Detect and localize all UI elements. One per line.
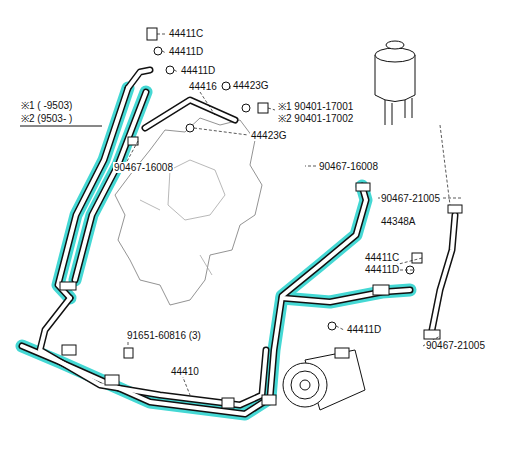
part-number: 90467-16008 <box>318 161 379 172</box>
part-number: 44411C <box>168 28 204 39</box>
part-number: 90467-16008 <box>113 162 174 173</box>
leader-line <box>125 34 463 395</box>
part-number: 44411D <box>180 65 216 76</box>
part-number: 91651-60816 (3) <box>126 330 202 341</box>
clamp <box>60 137 462 408</box>
engine-outline <box>115 118 262 305</box>
part-number: 44411D <box>346 324 382 335</box>
part-number: 44423G <box>232 80 270 91</box>
pump <box>283 348 365 410</box>
reservoir <box>375 41 415 125</box>
engine-detail <box>140 160 225 275</box>
part-number: 44411D <box>364 264 400 275</box>
hose-tube <box>22 70 455 414</box>
part-number: ※2 90401-17002 <box>277 113 354 124</box>
part-number: ※2 (9503- ) <box>20 113 73 124</box>
part-number: 44411D <box>168 46 204 57</box>
part-number: ※1 ( -9503) <box>20 100 73 111</box>
part-number: ※1 90401-17001 <box>277 101 354 112</box>
part-number: 44423G <box>250 130 288 141</box>
part-number: 90467-21005 <box>425 340 486 351</box>
part-number: 44416 <box>188 81 218 92</box>
part-number: 44348A <box>380 216 416 227</box>
legend-underline <box>20 126 102 127</box>
hose-highlight <box>22 88 410 414</box>
fitting <box>124 28 422 358</box>
part-number: 44411C <box>364 252 400 263</box>
part-number: 90467-21005 <box>380 193 441 204</box>
part-number: 44410 <box>170 366 200 377</box>
